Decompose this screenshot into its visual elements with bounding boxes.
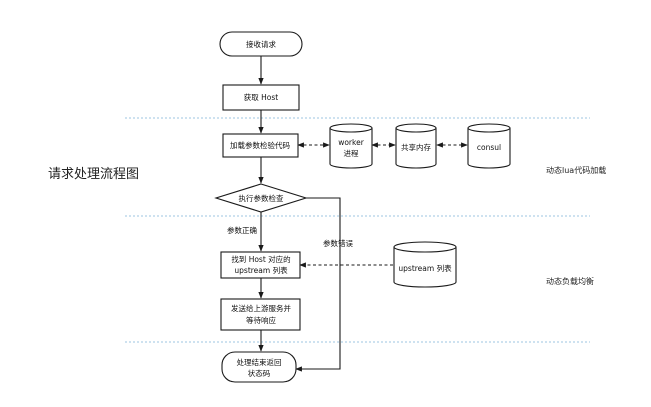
node-get-host-label: 获取 Host xyxy=(244,92,279,102)
store-worker-label-line2: 进程 xyxy=(344,149,359,158)
node-find-upstream-label-line1: 找到 Host 对应的 xyxy=(231,254,290,264)
node-send-upstream-label-line1: 发送给上游服务并 xyxy=(231,303,291,313)
node-start-label: 接收请求 xyxy=(246,39,276,49)
node-find-upstream xyxy=(220,251,301,279)
node-param-check-label: 执行参数检查 xyxy=(239,193,284,203)
store-shared-memory: 共享内存 xyxy=(395,123,437,169)
edge-label-param-error: 参数错误 xyxy=(323,238,353,248)
node-start xyxy=(219,31,303,57)
edge-label-param-ok: 参数正确 xyxy=(227,225,257,235)
store-upstream-list: upstream 列表 xyxy=(393,241,457,288)
section-label-dynamic-lua: 动态lua代码加载 xyxy=(546,165,606,175)
node-param-check xyxy=(214,183,308,213)
node-end-label-line1: 处理结束返回 xyxy=(237,357,282,367)
node-send-upstream xyxy=(220,298,301,331)
store-worker-label-line1: worker xyxy=(338,138,364,147)
node-find-upstream-label-line2: upstream 列表 xyxy=(234,265,288,275)
node-get-host xyxy=(222,84,300,111)
edge-check-error-to-end xyxy=(295,197,341,372)
store-consul: consul xyxy=(467,123,511,169)
node-end xyxy=(221,351,297,383)
node-load-code-label: 加载参数检验代码 xyxy=(230,140,290,150)
node-end-label-line2: 状态码 xyxy=(248,368,271,378)
store-consul-label: consul xyxy=(477,143,501,152)
store-shared-memory-label: 共享内存 xyxy=(401,142,431,152)
node-load-code xyxy=(222,133,299,158)
section-label-dynamic-lb: 动态负载均衡 xyxy=(546,276,594,286)
store-upstream-list-label: upstream 列表 xyxy=(398,263,452,273)
node-send-upstream-label-line2: 等待响应 xyxy=(246,315,276,325)
diagram-title: 请求处理流程图 xyxy=(48,167,139,182)
store-worker: worker 进程 xyxy=(329,123,373,169)
